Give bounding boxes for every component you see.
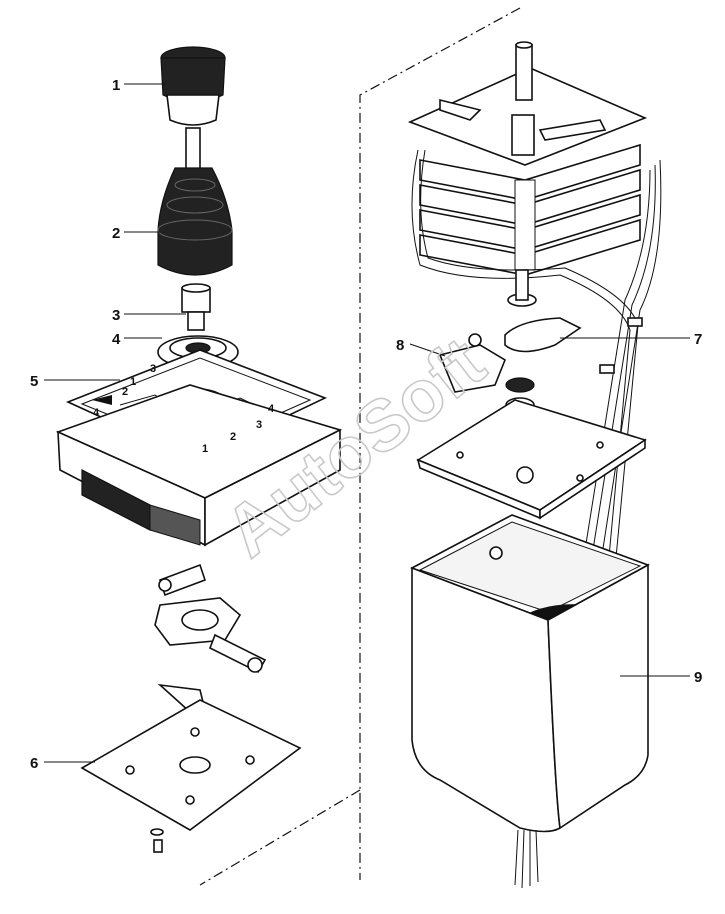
cam-part [504, 269, 582, 353]
gate-mark-top-1: 1 [130, 376, 136, 388]
switch-top-plate-part [407, 41, 648, 166]
gate-mark-side-3: 3 [256, 419, 262, 431]
rubber-boot-part [157, 167, 233, 276]
gate-mark-side-2: 2 [230, 431, 236, 443]
switch-base-plate-part [416, 399, 647, 520]
callout-5: 5 [30, 373, 38, 390]
gate-mark-top-3: 3 [150, 363, 156, 375]
gate-mark-top-2: 2 [122, 386, 128, 398]
callout-1: 1 [112, 77, 120, 94]
boundary-dashed-line-lower [199, 789, 361, 886]
leader-line-8 [409, 343, 446, 357]
gate-mark-side-4: 4 [93, 407, 100, 419]
callout-6: 6 [30, 755, 38, 772]
screw-part [150, 828, 164, 853]
knob-part [160, 46, 226, 126]
callout-2: 2 [112, 225, 120, 242]
callout-7: 7 [694, 331, 702, 348]
callout-4: 4 [112, 331, 121, 348]
gate-mark-side-1: 1 [202, 443, 208, 455]
collar-part [181, 283, 211, 331]
wire-bundle-part [411, 149, 662, 601]
linkage-arms-part [154, 563, 267, 674]
switch-wafers-part [419, 143, 641, 276]
housing-can-part [410, 514, 650, 833]
callout-8: 8 [396, 337, 404, 354]
shaft-part [185, 127, 201, 171]
boundary-dashed-line [359, 7, 521, 880]
base-plate-part [80, 683, 302, 831]
housing-part [55, 384, 343, 547]
callout-3: 3 [112, 307, 120, 324]
output-wires-part [514, 829, 539, 889]
callout-9: 9 [694, 669, 702, 686]
gate-mark-top-4: 4 [268, 403, 275, 415]
